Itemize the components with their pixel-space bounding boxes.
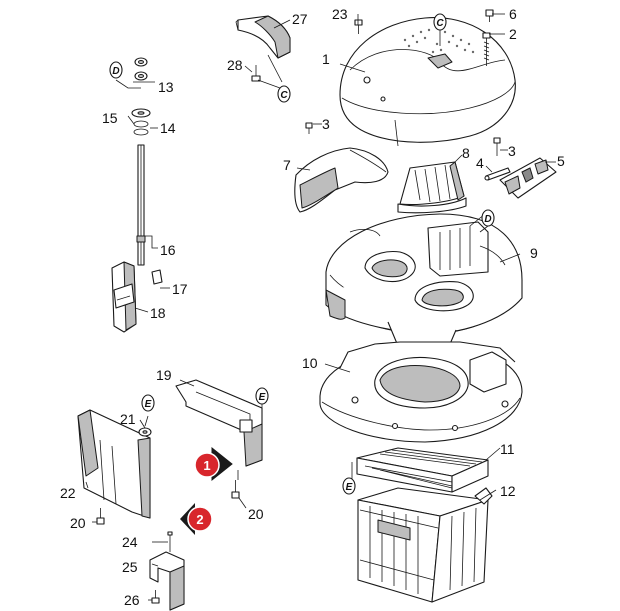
step-badge-1 <box>194 452 220 478</box>
ref-e-right: E <box>255 387 269 405</box>
label-part-20-left: 20 <box>70 515 86 531</box>
screw-3-right <box>493 137 501 156</box>
carry-handle <box>235 15 291 59</box>
label-part-17: 17 <box>172 281 188 297</box>
top-cover <box>339 17 516 147</box>
motor-housing-9 <box>325 213 523 347</box>
label-part-25: 25 <box>122 559 138 575</box>
ref-e-lower: E <box>342 477 356 495</box>
screw-23 <box>354 19 363 34</box>
air-duct-8 <box>397 161 467 214</box>
label-part-3-right: 3 <box>508 143 516 159</box>
screw-20-left <box>96 508 105 525</box>
label-part-27: 27 <box>292 11 308 27</box>
vent-holes <box>403 28 475 54</box>
label-part-28: 28 <box>227 57 243 73</box>
o-rings-15 <box>133 120 149 136</box>
svg-text:C: C <box>280 90 288 101</box>
screw-26 <box>151 590 160 604</box>
ref-c-top: C <box>433 13 447 31</box>
screw-20-right <box>231 480 240 499</box>
step-2-marker: 2 <box>180 503 213 535</box>
switch-housing-7 <box>294 147 389 213</box>
circuit-board-5 <box>499 157 557 199</box>
label-part-15: 15 <box>102 110 118 126</box>
label-part-4: 4 <box>476 155 484 171</box>
label-part-13: 13 <box>158 79 174 95</box>
filter-11 <box>356 447 489 493</box>
lower-housing-10 <box>319 341 523 443</box>
label-part-6: 6 <box>509 6 517 22</box>
label-part-3-left: 3 <box>322 116 330 132</box>
label-part-7: 7 <box>283 157 291 173</box>
label-part-5: 5 <box>557 153 565 169</box>
label-part-23: 23 <box>332 6 348 22</box>
pin-24 <box>167 531 173 552</box>
label-part-18: 18 <box>150 305 166 321</box>
label-part-10: 10 <box>302 355 318 371</box>
label-part-2: 2 <box>509 26 517 42</box>
ref-d-right: D <box>481 209 495 227</box>
label-part-9: 9 <box>530 245 538 261</box>
screw-2 <box>482 32 491 66</box>
float-18 <box>111 261 137 333</box>
ref-e-middle: E <box>141 394 155 412</box>
washer-13-bottom <box>134 71 148 81</box>
step-badge-2 <box>187 506 213 532</box>
label-part-16: 16 <box>160 242 176 258</box>
holder-25 <box>149 551 185 611</box>
washer-21 <box>138 427 152 437</box>
label-part-22: 22 <box>60 485 76 501</box>
reference-callouts: C C D D E E E <box>109 13 495 495</box>
part-number-labels: 1 2 3 3 4 5 6 7 8 9 10 11 12 13 14 15 16… <box>60 6 565 608</box>
svg-text:D: D <box>484 214 491 225</box>
bracket-22 <box>77 409 151 519</box>
step-number-2: 2 <box>196 512 203 527</box>
svg-text:D: D <box>112 66 119 77</box>
ref-c-left: C <box>277 85 291 103</box>
svg-text:E: E <box>145 399 152 410</box>
label-part-12: 12 <box>500 483 516 499</box>
pin-4 <box>484 167 511 181</box>
label-part-26: 26 <box>124 592 140 608</box>
ref-d-left: D <box>109 61 123 79</box>
label-part-24: 24 <box>122 534 138 550</box>
screw-6 <box>485 9 494 22</box>
svg-text:E: E <box>346 482 353 493</box>
step-number-1: 1 <box>203 458 210 473</box>
label-part-20-right: 20 <box>248 506 264 522</box>
svg-text:E: E <box>259 392 266 403</box>
bracket-19 <box>175 379 263 467</box>
label-part-14: 14 <box>160 120 176 136</box>
step-1-marker: 1 <box>194 446 233 482</box>
nut-14 <box>131 108 151 118</box>
dust-container-12 <box>357 487 493 603</box>
label-part-1: 1 <box>322 51 330 67</box>
label-part-21: 21 <box>120 411 136 427</box>
screw-28 <box>251 65 261 82</box>
clip-17 <box>151 269 163 285</box>
washer-13-top <box>134 57 148 67</box>
leader-lines <box>85 13 556 601</box>
svg-text:C: C <box>436 18 444 29</box>
screw-3-left <box>305 122 313 134</box>
label-part-8: 8 <box>462 145 470 161</box>
label-part-11: 11 <box>500 441 515 457</box>
rod-16 <box>136 144 146 266</box>
label-part-19: 19 <box>156 367 172 383</box>
